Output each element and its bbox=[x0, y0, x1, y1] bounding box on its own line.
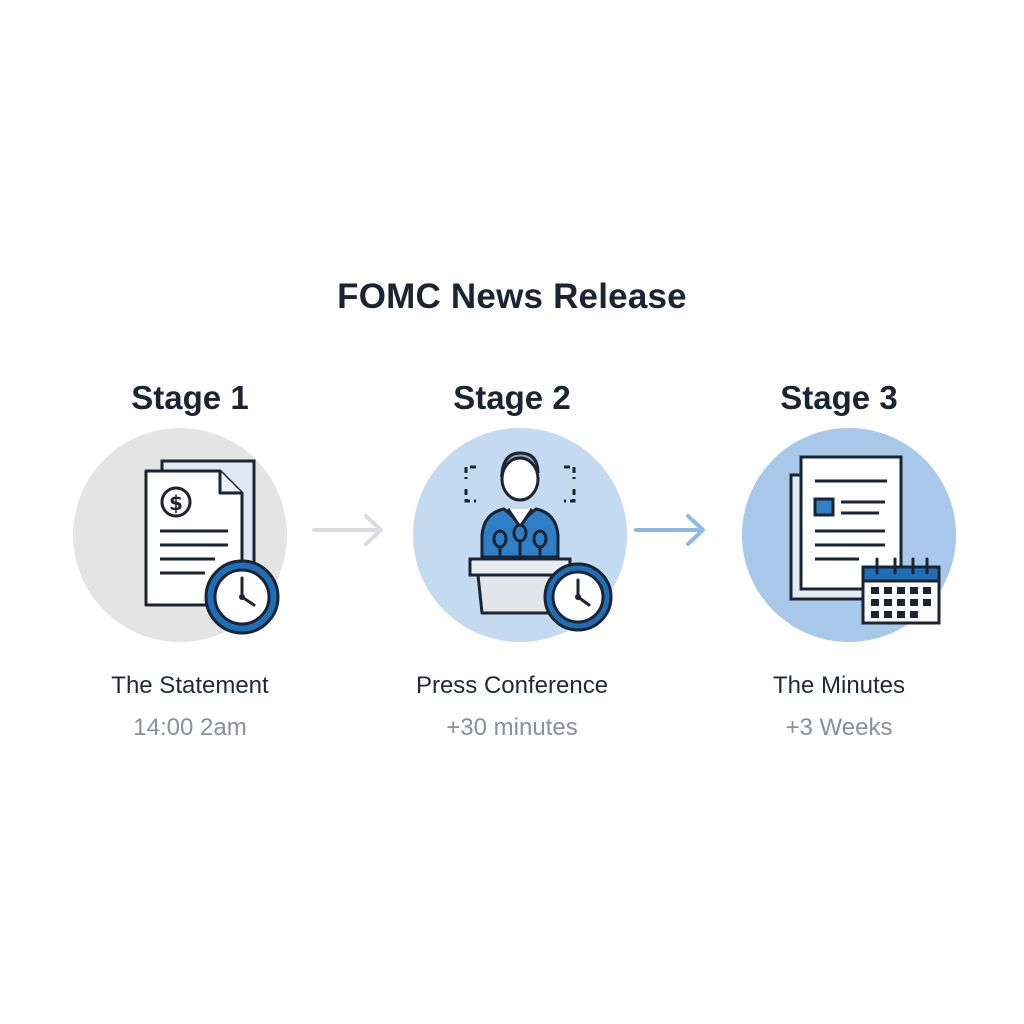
stage-2-time: +30 minutes bbox=[446, 714, 578, 741]
arrow-right-icon bbox=[312, 514, 383, 546]
stage-2-label: Press Conference bbox=[415, 672, 609, 699]
document-calendar-icon bbox=[742, 428, 956, 642]
stage-2-heading: Stage 2 bbox=[453, 379, 571, 416]
svg-text:$: $ bbox=[169, 491, 183, 515]
document-dollar-clock-icon: $ bbox=[73, 428, 287, 642]
stage-1-label: The Statement bbox=[111, 672, 269, 699]
speaker-podium-clock-icon bbox=[413, 428, 627, 642]
arrow-right-icon bbox=[634, 514, 705, 546]
stage-1-heading: Stage 1 bbox=[131, 379, 249, 416]
stage-2: Stage 2 Press Conference +30 minutes bbox=[382, 375, 642, 745]
stage-1-time: 14:00 2am bbox=[133, 714, 247, 741]
diagram-title: FOMC News Release bbox=[337, 277, 687, 316]
stage-3-time: +3 Weeks bbox=[785, 714, 893, 741]
stage-1: Stage 1 $ The Statement 14:00 2am bbox=[60, 375, 320, 745]
stage-3-heading: Stage 3 bbox=[780, 379, 898, 416]
stage-3-label: The Minutes bbox=[772, 672, 906, 699]
stage-3: Stage 3 The Minutes +3 Weeks bbox=[709, 375, 969, 745]
